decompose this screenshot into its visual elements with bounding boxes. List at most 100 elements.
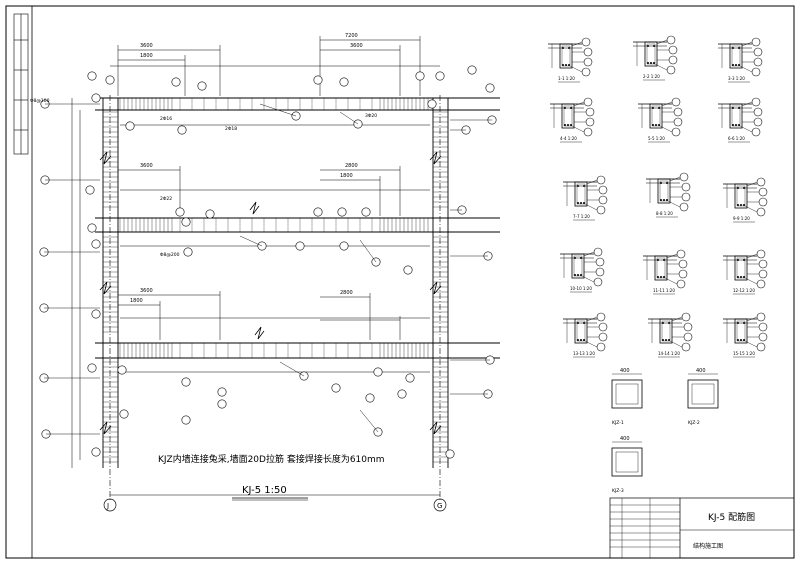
binding-margin-table xyxy=(13,13,29,155)
beam-floor-3 xyxy=(95,217,500,233)
dim-text-6: 2800 xyxy=(345,163,358,169)
rebar-callout-bubble xyxy=(365,393,375,403)
leader-line xyxy=(339,111,359,125)
rebar-label-2: 2Φ18 xyxy=(225,126,237,132)
beam-section-9: 9-9 1:20 xyxy=(723,177,768,223)
rebar-callout-bubble xyxy=(427,99,437,109)
beam-floor-2 xyxy=(95,342,500,359)
beam-section-8: 8-8 1:20 xyxy=(646,172,691,218)
rebar-callout-bubble xyxy=(403,265,413,275)
frame-title: KJ-5 1:50 xyxy=(242,485,287,496)
frame-elevation xyxy=(71,36,500,512)
section-label: 12-12 1:20 xyxy=(733,288,755,293)
rebar-callout-bubble xyxy=(445,449,455,459)
beam-section-12: 12-12 1:20 xyxy=(723,249,768,295)
dimension-lines xyxy=(71,39,440,496)
dim-text-2: 7200 xyxy=(345,33,358,39)
section-label: 2-2 1:20 xyxy=(643,74,660,79)
section-details: 1-1 1:20 2-2 1:20 3-3 1:20 4-4 1:20 5-5 1:20… xyxy=(548,35,768,358)
beam-section-3: 3-3 1:20 xyxy=(718,37,763,83)
rebar-callout-bubble xyxy=(181,377,191,387)
leader-line xyxy=(259,103,297,117)
section-label: 9-9 1:20 xyxy=(733,216,750,221)
rebar-label-6: Φ8@200 xyxy=(160,252,180,258)
rebar-leader-lines xyxy=(44,103,492,435)
rebar-callout-bubble xyxy=(205,209,215,219)
rebar-callout-bubble xyxy=(87,71,97,81)
section-label: 10-10 1:20 xyxy=(570,286,592,291)
rebar-callout-bubble xyxy=(181,415,191,425)
column-right xyxy=(432,98,449,468)
rebar-callout-bubble xyxy=(313,207,323,217)
col-dim-3: 400 xyxy=(620,436,630,442)
rebar-callout-bubble xyxy=(91,239,101,249)
column-sections xyxy=(611,373,719,477)
beam-section-11: 11-11 1:20 xyxy=(643,249,688,295)
grid-label-left: J xyxy=(106,502,109,510)
section-label: 15-15 1:20 xyxy=(733,351,755,356)
rebar-callout-bubble xyxy=(125,121,135,131)
rebar-callout-bubble xyxy=(181,217,191,227)
beam-section-4: 4-4 1:20 xyxy=(550,97,595,143)
dim-text-3: 1800 xyxy=(140,53,153,59)
leader-line xyxy=(279,361,305,377)
section-label: 7-7 1:20 xyxy=(573,214,590,219)
rebar-label-1: 2Φ16 xyxy=(160,116,172,122)
rebar-callout-bubble xyxy=(313,75,323,85)
dim-text-4: 3600 xyxy=(350,43,363,49)
title-block-subtitle: 结构施工图 xyxy=(693,543,724,550)
grid-bubble-right xyxy=(433,498,447,512)
sheet-border xyxy=(5,5,795,559)
dim-text-7: 1800 xyxy=(340,173,353,179)
col-section-label-3: KJZ-3 xyxy=(612,488,624,494)
beam-section-15: 15-15 1:20 xyxy=(723,312,768,358)
beam-section-6: 6-6 1:20 xyxy=(718,97,763,143)
beam-stirrups xyxy=(119,98,429,358)
rebar-callout-bubble xyxy=(87,363,97,373)
rebar-label-4: 2Φ22 xyxy=(160,196,172,202)
beam-bottom-rebar xyxy=(120,124,430,373)
rebar-callout-bubble xyxy=(197,81,207,91)
rebar-label-5: Φ8@100 xyxy=(30,98,50,104)
rebar-callout-bubble xyxy=(105,75,115,85)
title-block-title: KJ-5 配筋图 xyxy=(708,513,756,523)
leader-line xyxy=(359,239,377,263)
beam-section-2: 2-2 1:20 xyxy=(633,35,678,81)
rebar-callout-bubble xyxy=(117,365,127,375)
section-label: 3-3 1:20 xyxy=(728,76,745,81)
rebar-callout-bubble xyxy=(373,367,383,377)
leader-line xyxy=(239,235,263,247)
section-label: 8-8 1:20 xyxy=(656,211,673,216)
dim-text-5: 3600 xyxy=(140,163,153,169)
section-label: 14-14 1:20 xyxy=(658,351,680,356)
title-block xyxy=(609,497,795,559)
dimension-ticks xyxy=(117,36,421,340)
rebar-callout-bubble xyxy=(405,373,415,383)
rebar-callout-bubble xyxy=(175,207,185,217)
rebar-callout-bubble xyxy=(171,77,181,87)
rebar-label-3: 3Φ20 xyxy=(365,113,377,119)
rebar-callout-bubble xyxy=(415,71,425,81)
beam-section-5: 5-5 1:20 xyxy=(638,97,683,143)
rebar-callout-bubble xyxy=(119,409,129,419)
col-dim-2: 400 xyxy=(696,368,706,374)
col-section-label-2: KJZ-2 xyxy=(688,420,700,426)
rebar-callout-bubble xyxy=(85,185,95,195)
rebar-callout-bubble xyxy=(361,207,371,217)
beam-section-10: 10-10 1:20 xyxy=(560,247,605,293)
rebar-callout-bubble xyxy=(485,83,495,93)
section-label: 11-11 1:20 xyxy=(653,288,675,293)
beam-section-1: 1-1 1:20 xyxy=(548,37,593,83)
rebar-callout-bubble xyxy=(339,77,349,87)
beam-section-7: 7-7 1:20 xyxy=(563,175,608,221)
beam-section-14: 14-14 1:20 xyxy=(648,312,693,358)
rebar-callout-bubble xyxy=(91,309,101,319)
rebar-callout-bubble xyxy=(91,93,101,103)
rebar-callout-bubble xyxy=(331,383,341,393)
rebar-callout-bubble xyxy=(435,71,445,81)
rebar-callout-bubble xyxy=(467,65,477,75)
beam-section-13: 13-13 1:20 xyxy=(563,312,608,358)
rebar-callout-bubble xyxy=(295,241,305,251)
general-note: KJZ内墙连接兔采,墙面20D拉筋 套接焊接长度为610mm xyxy=(158,455,385,465)
